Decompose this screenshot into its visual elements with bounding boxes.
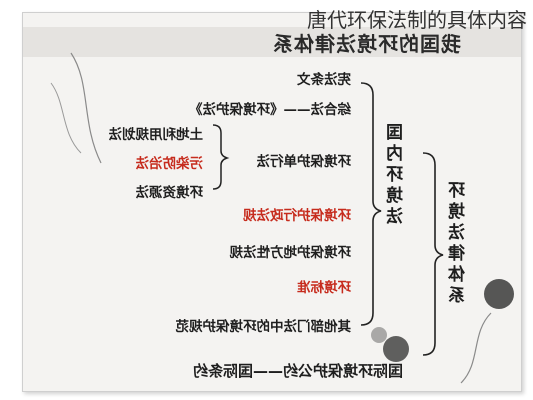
node-other-dept: 其他部门法中的环境保护规范 — [175, 319, 352, 335]
node-domestic-law: 国内环境法 — [387, 123, 407, 228]
brace-domestic — [360, 82, 382, 326]
branch-decoration — [50, 82, 82, 154]
node-land-use: 土地利用规划法 — [108, 127, 204, 143]
ink-blot-icon — [484, 279, 514, 309]
node-standards: 环境标准 — [297, 280, 351, 296]
slide-image: 我国的环境法律体系 宪法条文 综合法——《环境保护法》 — [22, 12, 522, 392]
node-international: 国际环境保护公约——国际条约 — [192, 362, 403, 380]
node-constitution: 宪法条文 — [297, 72, 351, 88]
node-comprehensive: 综合法——《环境保护法》 — [189, 102, 351, 118]
decoration-layer — [50, 52, 514, 384]
node-local-regs: 环境保护地方性法规 — [229, 245, 352, 261]
node-single-law: 环境保护单行法 — [256, 154, 352, 170]
node-resources: 环境资源法 — [135, 185, 204, 201]
node-pollution: 污染防治法 — [135, 156, 204, 172]
ink-blot-icon — [371, 327, 387, 343]
mirrored-content: 我国的环境法律体系 宪法条文 综合法——《环境保护法》 — [23, 13, 521, 391]
ink-blot-icon — [383, 336, 409, 362]
brace-system — [422, 152, 444, 356]
node-admin-regs: 环境保护行政法规 — [243, 208, 351, 224]
branch-decoration — [70, 52, 102, 164]
overlay-caption: 唐代环保法制的具体内容 — [307, 8, 527, 32]
node-system: 环境法律体系 — [449, 181, 469, 307]
brace-single-law — [212, 124, 230, 190]
branch-decoration — [460, 312, 492, 384]
